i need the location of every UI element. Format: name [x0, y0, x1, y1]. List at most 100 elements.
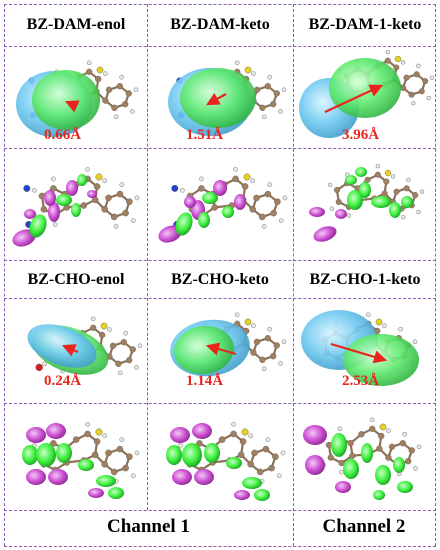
carbon-atom	[253, 338, 261, 345]
hydrogen-atom	[282, 195, 288, 201]
carbon-atom	[93, 438, 101, 445]
distance-cho-1-keto: 2.53Å	[342, 373, 380, 389]
title-bz-cho-keto: BZ-CHO-keto	[171, 271, 269, 288]
hydrogen-atom	[134, 195, 140, 201]
channel-2-label: Channel 2	[322, 516, 406, 537]
hydrogen-atom	[103, 71, 108, 76]
carbon-atom	[50, 440, 57, 447]
hydrogen-atom	[134, 365, 139, 370]
hydrogen-atom	[429, 75, 435, 80]
density-positive-lobe	[389, 202, 401, 218]
carbon-atom	[383, 178, 390, 185]
hydrogen-atom	[130, 109, 135, 114]
carbon-atom	[218, 436, 226, 443]
hydrogen-atom	[52, 222, 58, 227]
carbon-atom	[251, 449, 258, 457]
dipole-arrow	[61, 344, 79, 357]
carbon-atom	[72, 436, 80, 443]
carbon-atom	[273, 342, 280, 349]
oxygen-atom	[35, 363, 43, 372]
carbon-atom	[122, 464, 129, 472]
carbon-atom	[126, 198, 133, 205]
grid-line-h5	[4, 403, 436, 404]
density-positive-lobe	[175, 212, 193, 236]
carbon-atom	[264, 335, 271, 342]
carbon-atom	[110, 468, 118, 476]
ellipsoid-green-lobe	[329, 58, 401, 118]
density-positive-lobe	[56, 443, 72, 463]
hydrogen-atom	[398, 326, 403, 332]
carbon-atom	[241, 183, 249, 190]
hydrogen-atom	[233, 167, 238, 172]
density-positive-lobe	[77, 174, 87, 186]
carbon-atom	[381, 190, 388, 197]
hydrogen-atom	[390, 174, 396, 179]
density-positive-lobe	[361, 443, 373, 463]
carbon-atom	[270, 209, 277, 217]
density-positive-lobe	[359, 182, 371, 198]
panel-density-cho-keto	[166, 422, 286, 501]
density-positive-lobe	[166, 445, 182, 465]
hydrogen-atom	[119, 182, 125, 187]
density-positive-lobe	[78, 459, 94, 471]
hydrogen-atom	[113, 224, 119, 229]
hydrogen-atom	[117, 370, 123, 376]
density-negative-lobe	[46, 423, 66, 439]
hydrogen-atom	[199, 176, 204, 182]
density-negative-lobe	[309, 207, 325, 217]
carbon-atom	[403, 185, 410, 192]
density-negative-lobe	[88, 488, 104, 498]
hydrogen-atom	[375, 164, 380, 169]
density-positive-lobe	[371, 196, 391, 208]
carbon-atom	[378, 432, 385, 440]
density-negative-lobe	[335, 209, 347, 219]
density-positive-lobe	[401, 196, 413, 208]
density-positive-lobe	[222, 206, 234, 218]
density-negative-lobe	[48, 469, 68, 485]
hydrogen-atom	[90, 316, 96, 322]
channel-1-label: Channel 1	[107, 516, 190, 537]
density-positive-lobe	[226, 457, 242, 469]
grid-line-top	[4, 4, 436, 5]
hydrogen-atom	[261, 366, 267, 372]
distance-dam-enol: 0.66Å	[44, 127, 82, 143]
hydrogen-atom	[119, 437, 125, 442]
hydrogen-atom	[337, 426, 343, 432]
hydrogen-atom	[261, 224, 267, 229]
density-positive-lobe	[242, 477, 262, 489]
sulfur-atom	[100, 322, 108, 330]
density-positive-lobe	[108, 487, 124, 499]
density-negative-lobe	[24, 209, 36, 219]
density-negative-lobe	[26, 427, 46, 443]
grid-line-v1	[147, 4, 148, 510]
carbon-atom	[338, 459, 345, 467]
carbon-atom	[270, 353, 277, 360]
sulfur-atom	[95, 173, 103, 181]
hydrogen-atom	[123, 330, 128, 336]
hydrogen-atom	[86, 60, 92, 66]
carbon-atom	[126, 357, 133, 364]
carbon-atom	[418, 88, 425, 95]
carbon-atom	[250, 349, 257, 356]
title-bz-cho-enol: BZ-CHO-enol	[27, 271, 125, 288]
dipole-arrow	[205, 342, 237, 356]
carbon-atom	[412, 192, 419, 199]
hydrogen-atom	[401, 215, 406, 220]
carbon-atom	[95, 75, 102, 83]
carbon-atom	[84, 430, 91, 438]
sulfur-atom	[241, 428, 249, 436]
hydrogen-atom	[137, 343, 143, 349]
carbon-atom	[198, 185, 205, 192]
hydrogen-atom	[32, 187, 37, 193]
density-negative-lobe	[170, 427, 190, 443]
hydrogen-atom	[102, 178, 108, 184]
hydrogen-atom	[402, 431, 407, 437]
carbon-atom	[374, 171, 381, 178]
carbon-atom	[400, 84, 407, 91]
carbon-atom	[105, 194, 112, 202]
density-negative-lobe	[234, 490, 250, 500]
hydrogen-atom	[385, 50, 390, 55]
carbon-atom	[268, 464, 275, 472]
hydrogen-atom	[278, 218, 284, 224]
hydrogen-atom	[51, 176, 56, 182]
